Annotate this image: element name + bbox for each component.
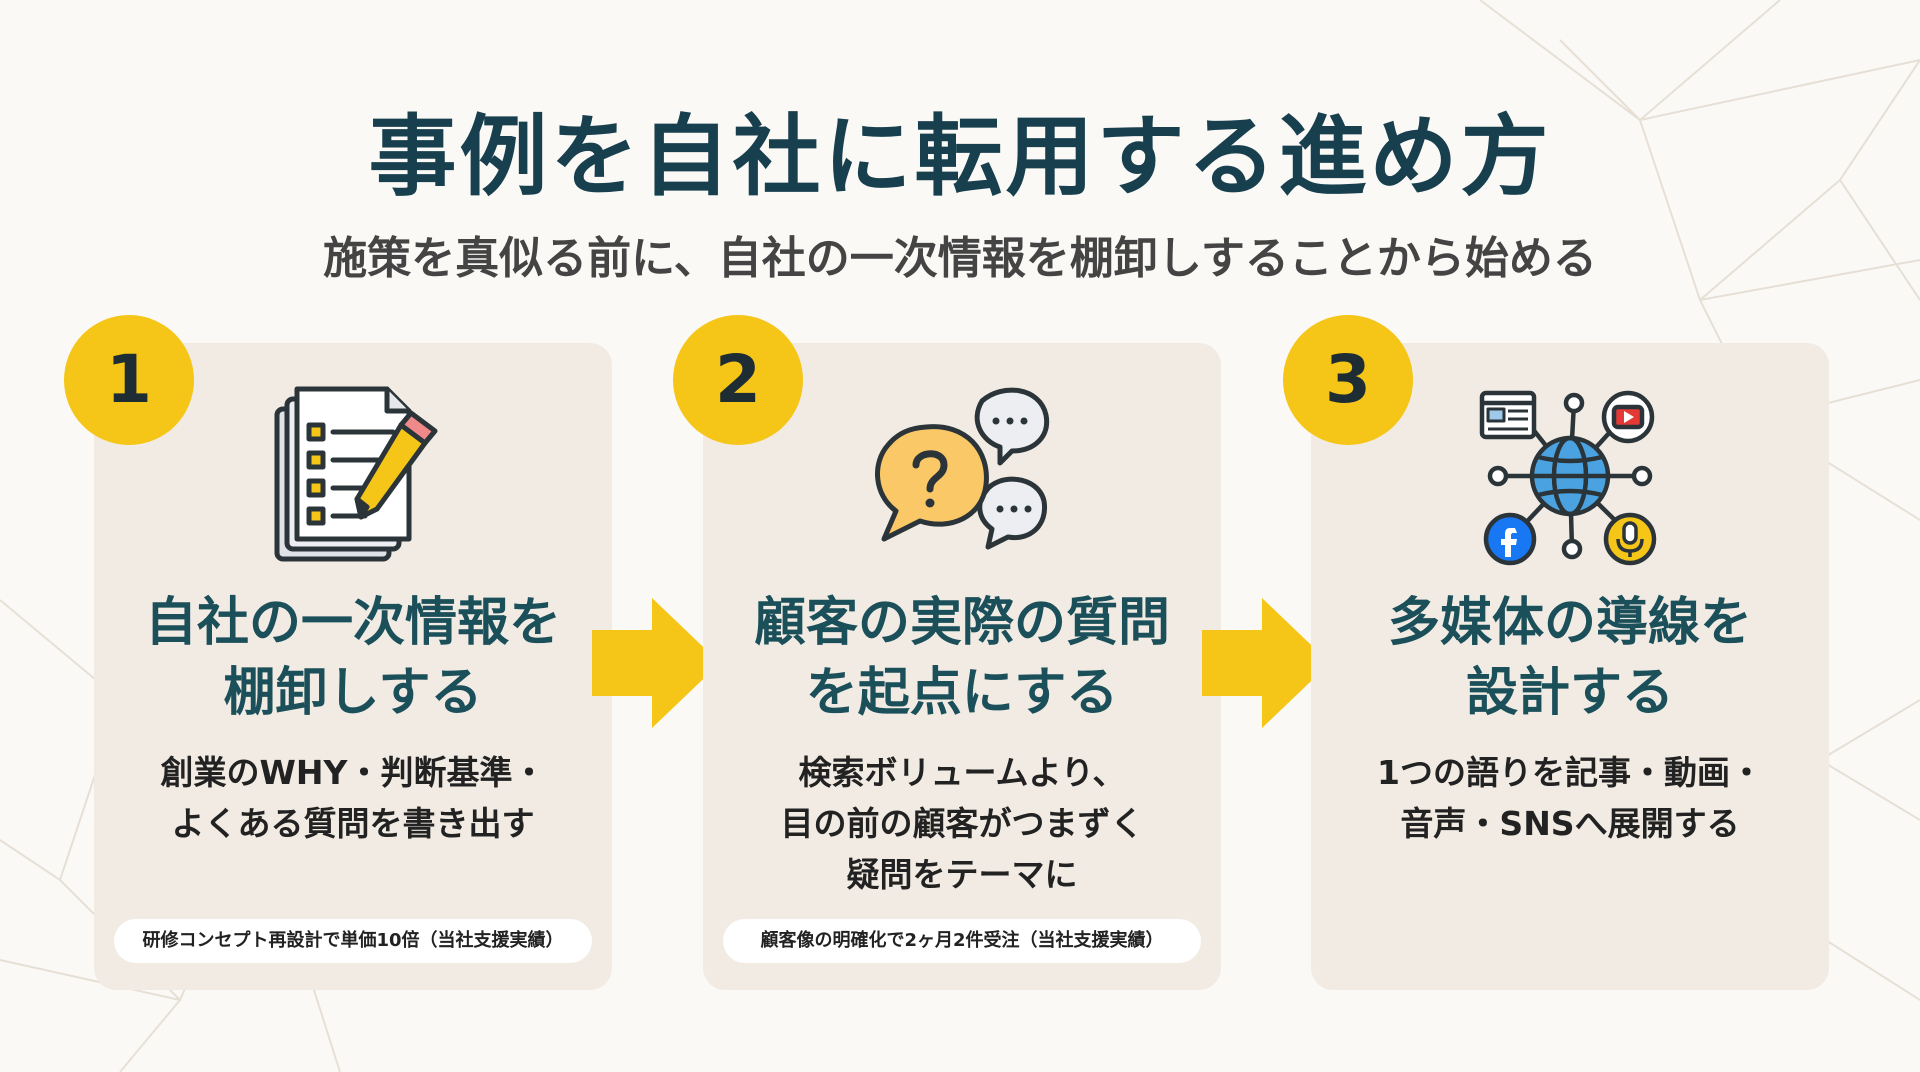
case-result-badge: 研修コンセプト再設計で単価10倍（当社支援実績） — [114, 919, 592, 963]
step-description-line: 音声・SNSへ展開する — [1400, 804, 1740, 843]
step-title-line: 棚卸しする — [223, 663, 483, 723]
step-description: 検索ボリュームより、 目の前の顧客がつまずく 疑問をテーマに — [703, 747, 1221, 900]
checklist-document-pencil-icon — [274, 386, 438, 562]
step-title: 自社の一次情報を 棚卸しする — [94, 588, 612, 728]
case-result-badge: 顧客像の明確化で2ヶ月2件受注（当社支援実績） — [723, 919, 1201, 963]
step-title-line: 自社の一次情報を — [144, 593, 561, 653]
step-title: 顧客の実際の質問 を起点にする — [703, 588, 1221, 728]
step-card-1: 自社の一次情報を 棚卸しする 創業のWHY・判断基準・ よくある質問を書き出す … — [94, 343, 612, 990]
page-subtitle: 施策を真似る前に、自社の一次情報を棚卸しすることから始める — [323, 233, 1597, 284]
step-title-line: 顧客の実際の質問 — [753, 593, 1170, 653]
step-description: 1つの語りを記事・動画・ 音声・SNSへ展開する — [1311, 747, 1829, 849]
step-title-line: を起点にする — [805, 663, 1119, 723]
step-number-badge-3: 3 — [1283, 315, 1413, 445]
step-card-3: 多媒体の導線を 設計する 1つの語りを記事・動画・ 音声・SNSへ展開する — [1311, 343, 1829, 990]
step-title-line: 設計する — [1465, 663, 1674, 723]
step-description-line: 1つの語りを記事・動画・ — [1377, 753, 1763, 792]
page-title: 事例を自社に転用する進め方 — [368, 105, 1552, 208]
step-description-line: よくある質問を書き出す — [171, 804, 535, 843]
question-speech-bubbles-icon — [875, 387, 1050, 550]
step-description: 創業のWHY・判断基準・ よくある質問を書き出す — [94, 747, 612, 849]
step-title: 多媒体の導線を 設計する — [1311, 588, 1829, 728]
step-description-line: 創業のWHY・判断基準・ — [160, 753, 546, 792]
step-card-2: 顧客の実際の質問 を起点にする 検索ボリュームより、 目の前の顧客がつまずく 疑… — [703, 343, 1221, 990]
step-description-line: 疑問をテーマに — [846, 855, 1078, 894]
step-description-line: 検索ボリュームより、 — [798, 753, 1126, 792]
step-description-line: 目の前の顧客がつまずく — [780, 804, 1144, 843]
step-number-badge-1: 1 — [64, 315, 194, 445]
step-number-badge-2: 2 — [673, 315, 803, 445]
right-arrow-icon — [592, 598, 720, 728]
globe-network-media-icon — [1479, 390, 1657, 566]
right-arrow-icon — [1202, 598, 1330, 728]
step-title-line: 多媒体の導線を — [1387, 593, 1752, 653]
